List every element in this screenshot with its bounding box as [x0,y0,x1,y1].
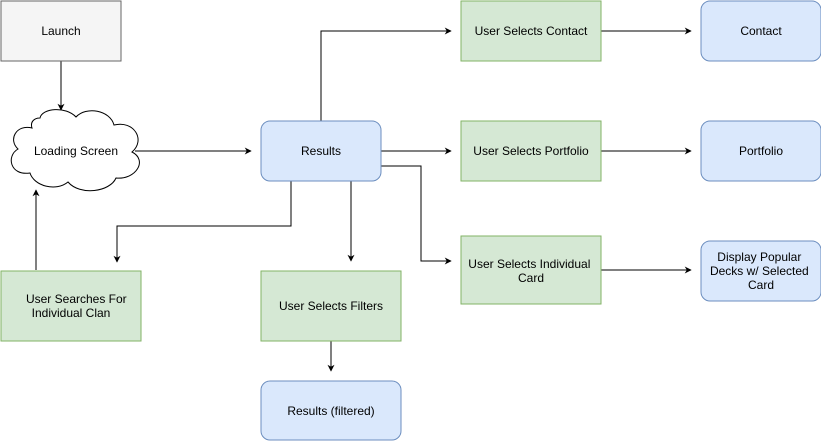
node-user-searches-for-clan: User Searches For Individual Clan [0,270,142,342]
node-user-selects-filters-label: User Selects Filters [279,299,383,313]
edges [32,27,692,372]
node-results-label: Results [301,144,341,158]
node-contact: Contact [700,0,821,62]
node-display-popular-decks-line-2: Decks w/ Selected [710,264,809,278]
node-user-searches-for-clan-line-2: Individual Clan [32,306,111,320]
node-contact-shape [700,0,821,62]
node-user-selects-portfolio: User Selects Portfolio [460,120,602,182]
node-results-filtered: Results (filtered) [260,380,402,441]
node-user-selects-contact-label: User Selects Contact [475,24,588,38]
node-contact-label: Contact [740,24,782,38]
node-portfolio-label: Portfolio [739,144,783,158]
node-user-searches-for-clan-shape [0,270,142,342]
node-user-selects-portfolio-shape [460,120,602,182]
node-user-selects-individual-card-line-1: User Selects Individual [468,257,590,271]
node-portfolio: Portfolio [700,120,821,182]
node-results-filtered-shape [260,380,402,441]
node-launch: Launch [0,0,122,62]
node-display-popular-decks-line-1: Display Popular [717,250,801,264]
edge-results-to-clan-search [113,181,292,263]
edge-results-to-card-select [381,165,452,265]
node-display-popular-decks-shape [700,240,821,302]
node-user-selects-contact-shape [460,0,602,62]
edge-results-to-contact-select [320,27,452,121]
node-results-shape [260,120,382,182]
node-results: Results [260,120,382,182]
node-results-filtered-label: Results (filtered) [287,404,374,418]
node-display-popular-decks-label: Display Popular Decks w/ Selected Card [710,250,812,292]
node-user-searches-for-clan-label: User Searches For Individual Clan [26,292,130,320]
node-user-searches-for-clan-line-1: User Searches For [26,292,127,306]
node-display-popular-decks: Display Popular Decks w/ Selected Card [700,240,821,302]
node-portfolio-shape [700,120,821,182]
node-user-selects-individual-card-shape [460,235,602,305]
node-user-selects-individual-card-line-2: Card [518,271,544,285]
node-user-selects-contact: User Selects Contact [460,0,602,62]
cloud-shape [10,109,140,192]
node-loading-screen-label: Loading Screen [34,144,118,158]
node-user-selects-individual-card-label: User Selects Individual Card [468,257,593,285]
node-user-selects-filters: User Selects Filters [260,270,402,342]
node-user-selects-individual-card: User Selects Individual Card [460,235,602,305]
node-loading-screen: Loading Screen [10,109,140,192]
node-display-popular-decks-line-3: Card [748,278,774,292]
node-user-selects-portfolio-label: User Selects Portfolio [473,144,589,158]
node-launch-label: Launch [41,24,80,38]
node-launch-shape [0,0,122,62]
node-user-selects-filters-shape [260,270,402,342]
